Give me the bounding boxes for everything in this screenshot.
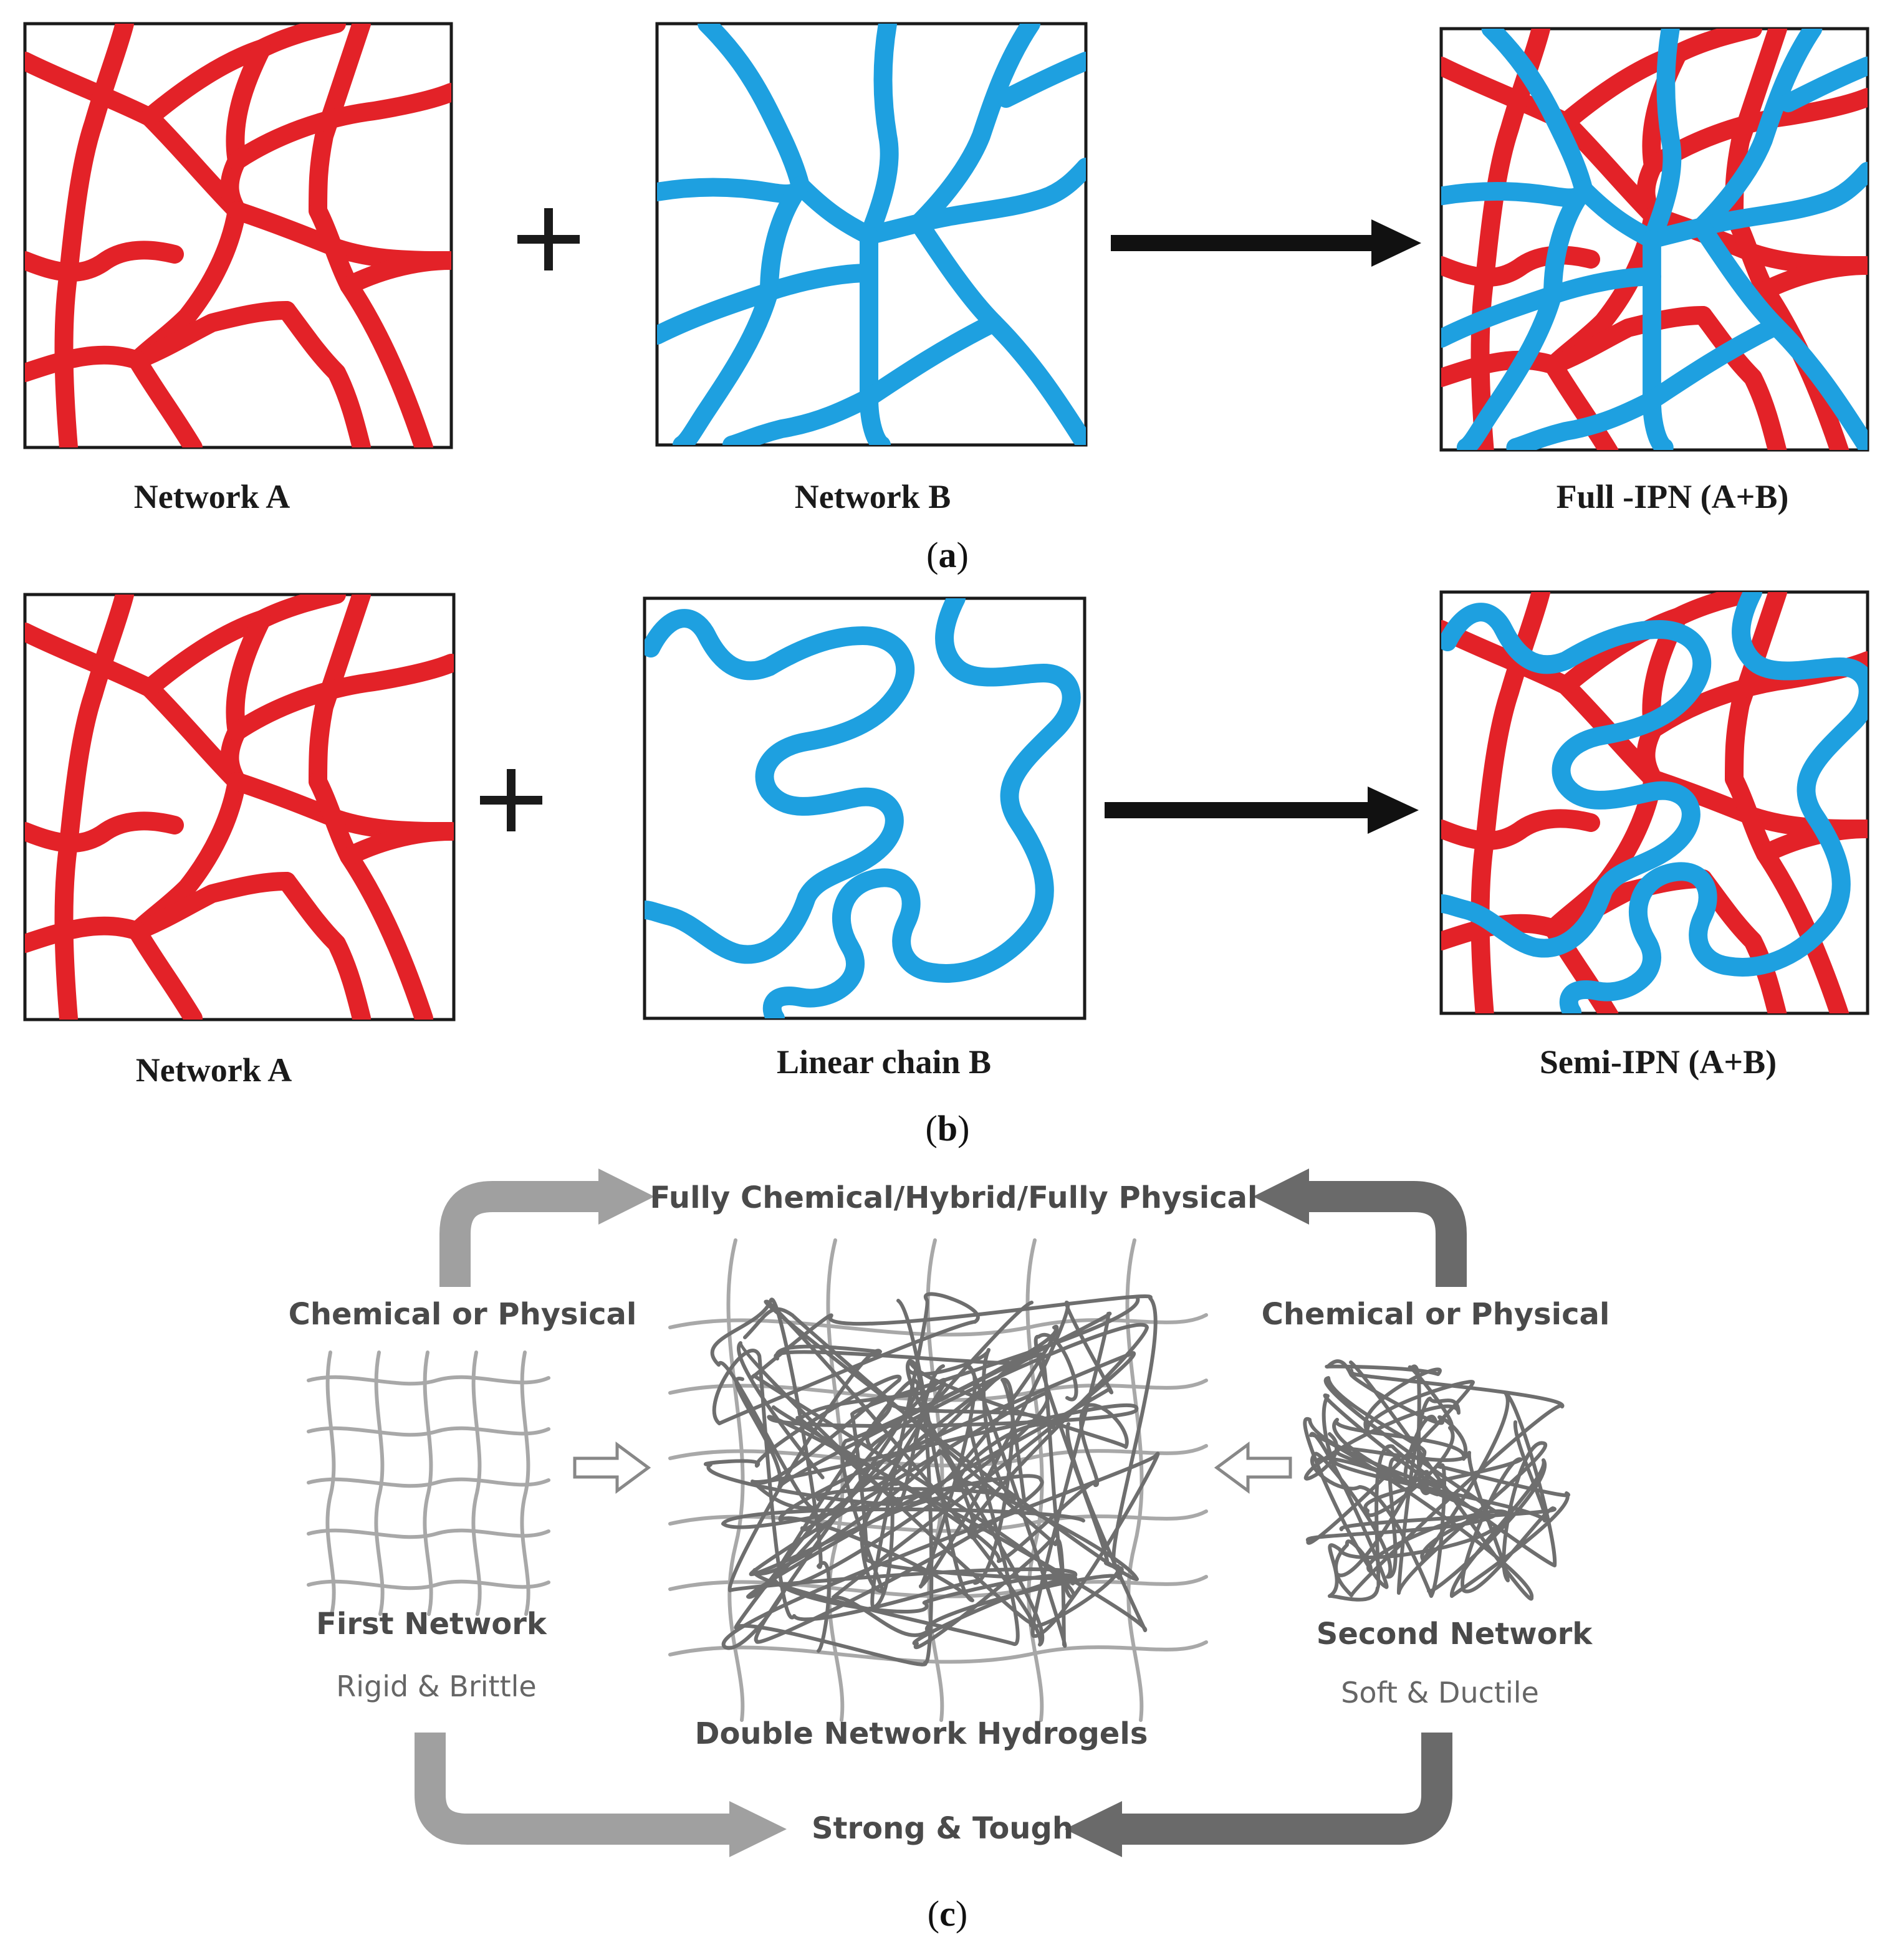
hollow-arrow-right — [1214, 1441, 1292, 1494]
first-network-strand — [307, 1579, 550, 1590]
hollow-arrow-left — [573, 1441, 651, 1494]
arrow-top-right — [1253, 1169, 1467, 1287]
semi-ipn-box — [1439, 590, 1869, 1015]
double-network-second-strand — [721, 1311, 1160, 1650]
caption-b: (b) — [926, 1108, 970, 1149]
first-network-strand — [307, 1375, 550, 1386]
second-network-graphic — [1303, 1359, 1570, 1602]
reaction-arrow-b — [1105, 786, 1419, 834]
first-network-strand — [520, 1350, 530, 1616]
label-top-crosslink-type: Fully Chemical/Hybrid/Fully Physical — [650, 1180, 1258, 1215]
label-first-network-property: Rigid & Brittle — [336, 1670, 536, 1703]
label-first-network: First Network — [316, 1607, 547, 1642]
network-a-box-1 — [23, 22, 453, 449]
label-second-network: Second Network — [1317, 1617, 1593, 1652]
plus-sign-b — [480, 769, 542, 831]
double-network-first-strand — [668, 1444, 1208, 1468]
second-network-strand — [1303, 1397, 1548, 1595]
label-network-b: Network B — [795, 478, 951, 515]
panel-c: Fully Chemical/Hybrid/Fully Physical Che… — [289, 1169, 1610, 1934]
first-network-strand — [374, 1350, 385, 1616]
label-strong-tough: Strong & Tough — [812, 1811, 1073, 1846]
double-network-second-strand — [743, 1301, 1114, 1648]
label-second-network-property: Soft & Ductile — [1341, 1676, 1539, 1709]
label-double-network: Double Network Hydrogels — [695, 1716, 1148, 1751]
reaction-arrow-a — [1111, 219, 1421, 267]
caption-c: (c) — [928, 1893, 967, 1934]
plus-sign-a — [517, 208, 580, 270]
label-network-a-2: Network A — [136, 1051, 292, 1089]
first-network-strand — [307, 1477, 550, 1488]
second-network-strand — [1306, 1359, 1500, 1577]
double-network-first-strand — [926, 1238, 944, 1722]
double-network-second-strand — [778, 1299, 1136, 1637]
label-linear-chain-b: Linear chain B — [777, 1043, 991, 1081]
double-network-graphic — [668, 1238, 1208, 1722]
full-ipn-box — [1439, 27, 1869, 452]
first-network-strand — [471, 1350, 482, 1616]
label-semi-ipn: Semi-IPN (A+B) — [1540, 1043, 1777, 1081]
panel-a: Network A Network B Full -IPN (A+B) (a) — [23, 22, 1869, 575]
linear-chain-box — [643, 596, 1087, 1020]
caption-a-letter: a — [939, 535, 957, 575]
arrow-bottom-right — [1065, 1733, 1452, 1857]
arrow-top-left — [439, 1169, 655, 1287]
network-b-box — [655, 22, 1088, 447]
double-network-first-strand — [826, 1238, 845, 1722]
first-network-strand — [325, 1350, 336, 1616]
caption-b-letter: b — [938, 1108, 957, 1149]
caption-c-letter: c — [939, 1893, 956, 1934]
second-network-strand — [1303, 1360, 1548, 1601]
first-network-strand — [307, 1426, 550, 1437]
double-network-second-strand — [712, 1292, 1027, 1622]
panel-b: Network A Linear chain B Semi-IPN (A+B) … — [23, 590, 1869, 1149]
label-right-crosslink: Chemical or Physical — [1262, 1297, 1610, 1332]
label-network-a-1: Network A — [134, 478, 290, 515]
double-network-second-strand — [734, 1348, 1016, 1666]
first-network-graphic — [307, 1350, 550, 1616]
double-network-first-strand — [668, 1640, 1208, 1664]
label-left-crosslink: Chemical or Physical — [289, 1297, 637, 1332]
caption-a: (a) — [926, 535, 969, 575]
second-network-strand — [1310, 1451, 1570, 1598]
arrow-bottom-left — [415, 1733, 787, 1857]
first-network-strand — [307, 1528, 550, 1539]
network-a-box-2 — [23, 593, 456, 1021]
first-network-strand — [423, 1350, 433, 1616]
label-full-ipn: Full -IPN (A+B) — [1557, 478, 1789, 515]
double-network-first-strand — [1025, 1238, 1044, 1722]
second-network-strand — [1317, 1391, 1557, 1602]
